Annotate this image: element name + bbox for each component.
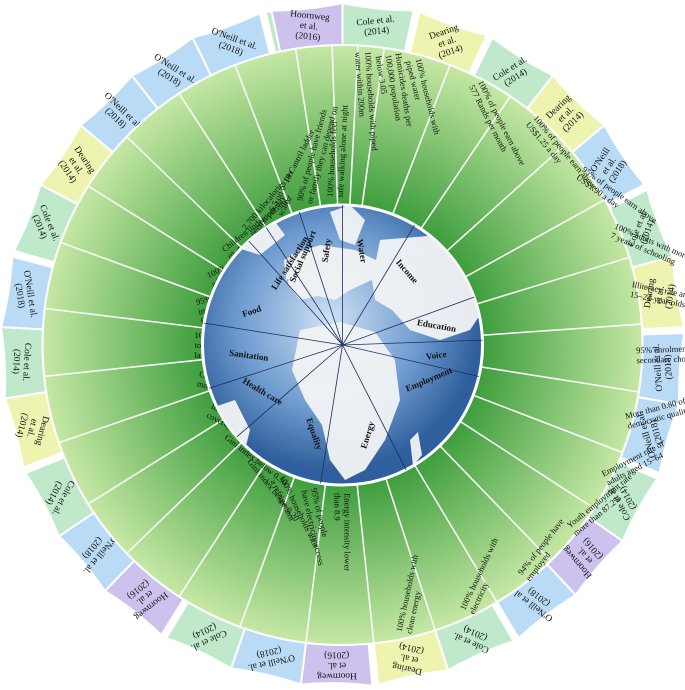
indicator-divider (60, 241, 212, 298)
domain-divider (265, 227, 343, 346)
reference-label: Hoornweget al.(2016) (288, 9, 331, 44)
domain-divider (342, 224, 415, 346)
indicator-divider (356, 484, 375, 644)
indicator-divider (476, 256, 630, 305)
indicator-divider (472, 394, 623, 454)
svg-text:Cole et al.(2014): Cole et al.(2014) (356, 15, 396, 39)
indicator-divider (294, 48, 322, 207)
reference-label: Hoornweget al.(2016) (317, 649, 357, 681)
indicator-divider (480, 366, 639, 393)
svg-text:Cole et al.(2014): Cole et al.(2014) (10, 342, 32, 381)
indicator-divider (385, 477, 436, 631)
svg-text:Dearinget al.(2014): Dearinget al.(2014) (643, 277, 678, 312)
domain-divider (320, 344, 343, 484)
svg-text:100% households feelsafe walki: 100% households feelsafe walking alone a… (325, 104, 350, 198)
indicator-divider (178, 92, 267, 228)
indicator-divider (44, 358, 204, 378)
indicator-label: 100% households feelsafe walking alone a… (325, 104, 350, 198)
domain-divider (298, 211, 343, 346)
svg-text:Energy intensity lowerthan 8.9: Energy intensity lowerthan 8.9 (333, 493, 353, 571)
indicator-divider (239, 476, 296, 628)
domain-label: Voice (425, 349, 447, 362)
reference-label: Cole et al.(2014) (356, 15, 396, 39)
indicator-divider (420, 95, 511, 230)
svg-text:95% enrolment insecondary choo: 95% enrolment insecondary chool (636, 343, 685, 365)
svg-text:O'Neill et al.(2018): O'Neill et al.(2018) (652, 343, 676, 392)
domain-divider (342, 339, 483, 346)
indicator-divider (391, 64, 451, 215)
domain-divider (236, 344, 343, 438)
indicator-divider (459, 420, 595, 510)
svg-text:Hoornweget al.(2016): Hoornweget al.(2016) (317, 649, 357, 681)
domain-label: Safety (320, 237, 333, 263)
indicator-divider (126, 136, 243, 249)
indicator-divider (178, 462, 267, 598)
indicator-divider (87, 185, 225, 272)
indicator-divider (446, 143, 566, 252)
indicator-divider (482, 323, 642, 336)
indicator-divider (349, 45, 359, 206)
indicator-divider (464, 198, 606, 278)
domain-divider (342, 344, 407, 470)
indicator-divider (305, 483, 327, 643)
indicator-divider (439, 445, 552, 562)
reference-label: Dearinget al.(2014) (391, 640, 427, 677)
indicator-divider (331, 45, 339, 206)
indicator-divider (126, 441, 243, 554)
indicator-divider (44, 307, 204, 329)
indicator-dividers (44, 45, 642, 644)
domain-divider (204, 322, 343, 346)
svg-text:Hoornweget al.(2016): Hoornweget al.(2016) (288, 9, 331, 44)
domain-divider (342, 296, 475, 346)
reference-label: Cole et al.(2014) (10, 342, 32, 382)
domain-label: Water (355, 238, 369, 263)
domain-divider (342, 344, 480, 377)
indicator-label: 95% enrolment insecondary chool (636, 343, 685, 365)
indicator-divider (234, 64, 294, 215)
svg-text:Dearinget al.(2014): Dearinget al.(2014) (391, 640, 427, 677)
domain-divider (248, 240, 343, 346)
reference-label: O'Neill et al.(2018) (652, 343, 676, 392)
domain-divider (209, 344, 343, 389)
indicator-divider (361, 47, 385, 207)
indicator-divider (87, 418, 225, 505)
indicator-divider (413, 464, 498, 603)
indicator-label: Energy intensity lowerthan 8.9 (333, 493, 353, 571)
indicator-divider (58, 389, 211, 444)
reference-label: Dearinget al.(2014) (643, 277, 678, 312)
